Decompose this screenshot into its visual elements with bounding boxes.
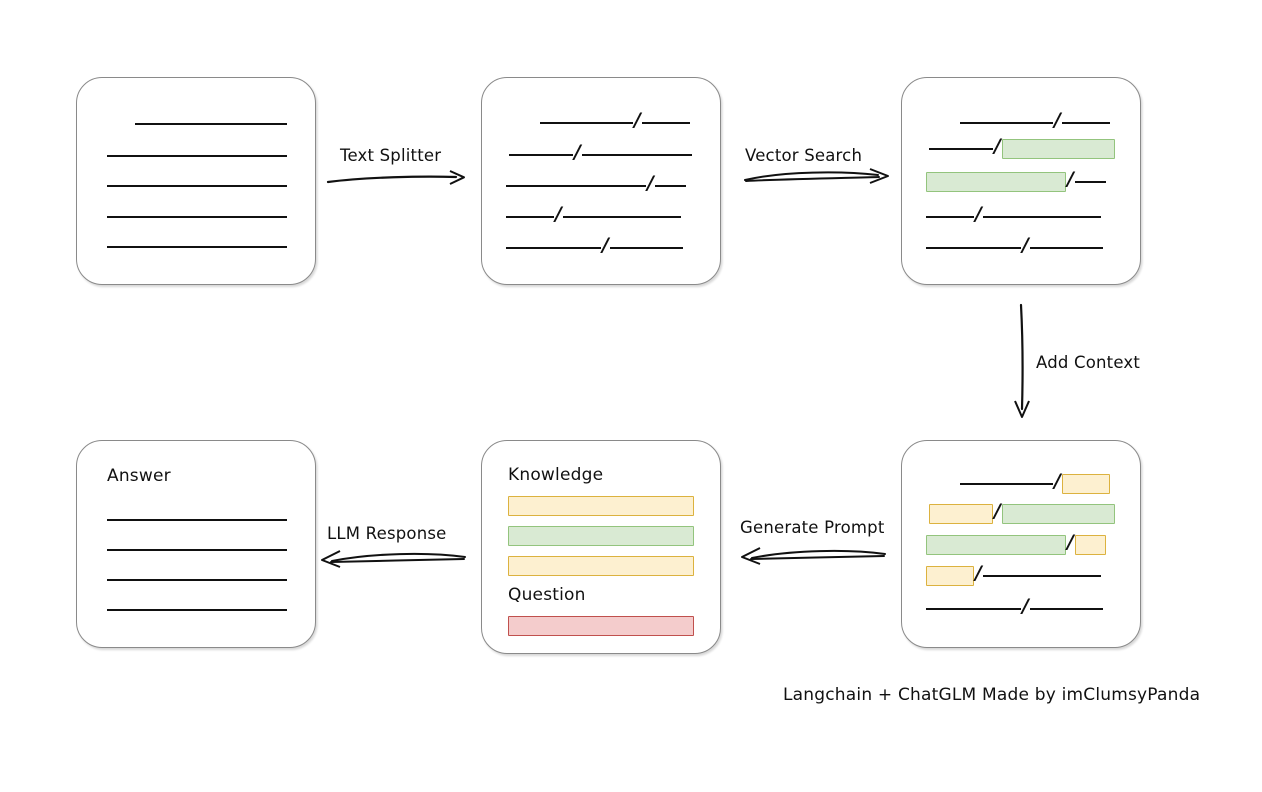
- matched-chunk-highlight: [926, 535, 1066, 555]
- text-segment: [929, 148, 993, 150]
- doc-line-1: [135, 123, 287, 125]
- arrow-label-llm-response: LLM Response: [327, 524, 447, 543]
- text-segment: [1029, 608, 1103, 610]
- text-segment: [926, 608, 1021, 610]
- matched-chunk-highlight: [926, 172, 1066, 192]
- chunk-row: /: [929, 134, 1115, 160]
- split-slash: /: [1022, 594, 1029, 617]
- doc-line-5: [107, 246, 287, 248]
- question-label: Question: [508, 585, 586, 605]
- question-bar: [508, 616, 694, 636]
- text-segment: [509, 154, 573, 156]
- context-chunk-highlight: [1061, 474, 1110, 494]
- split-slash: /: [975, 202, 982, 225]
- text-segment: [506, 247, 601, 249]
- text-segment: [982, 575, 1101, 577]
- chunk-row: /: [509, 140, 692, 166]
- text-segment: [1029, 247, 1103, 249]
- footer-credit: Langchain + ChatGLM Made by imClumsyPand…: [783, 685, 1201, 705]
- arrow-label-add-context: Add Context: [1036, 353, 1141, 372]
- text-segment: [654, 185, 686, 187]
- doc-line-4: [107, 216, 287, 218]
- chunk-row: /: [926, 202, 1101, 228]
- answer-heading: Answer: [107, 466, 171, 486]
- chunk-row: /: [926, 233, 1103, 259]
- arrow-text-splitter: [326, 170, 465, 185]
- chunk-row: /: [926, 167, 1106, 193]
- text-segment: [1061, 122, 1110, 124]
- split-slash: /: [1022, 233, 1029, 256]
- card-answer[interactable]: Answer: [76, 440, 316, 648]
- card-source-document[interactable]: [76, 77, 316, 285]
- chunk-row: /: [929, 499, 1115, 525]
- chunk-row: /: [926, 530, 1106, 556]
- text-segment: [926, 216, 974, 218]
- doc-line-3: [107, 185, 287, 187]
- text-segment: [960, 122, 1053, 124]
- arrow-label-vector-search: Vector Search: [745, 146, 863, 165]
- arrow-label-text-splitter: Text Splitter: [340, 146, 442, 165]
- text-segment: [641, 122, 690, 124]
- context-chunk-highlight: [929, 504, 993, 524]
- chunk-row: /: [506, 171, 686, 197]
- chunk-row: /: [540, 108, 690, 134]
- doc-line-2: [107, 155, 287, 157]
- split-slash: /: [647, 171, 654, 194]
- split-slash: /: [994, 499, 1001, 522]
- knowledge-bar: [508, 556, 694, 576]
- answer-line-1: [107, 519, 287, 521]
- split-chunk-rows: / / / / /: [482, 78, 720, 284]
- split-slash: /: [975, 561, 982, 584]
- text-segment: [926, 247, 1021, 249]
- split-slash: /: [602, 233, 609, 256]
- card-matched-chunks[interactable]: / / / / /: [901, 77, 1141, 285]
- answer-line-4: [107, 609, 287, 611]
- chunk-row: /: [926, 594, 1103, 620]
- split-slash: /: [555, 202, 562, 225]
- knowledge-bar: [508, 496, 694, 516]
- prompt-body: Knowledge Question: [482, 441, 720, 653]
- arrow-label-generate-prompt: Generate Prompt: [740, 518, 885, 537]
- answer-line-2: [107, 549, 287, 551]
- text-segment: [1074, 181, 1106, 183]
- knowledge-bar: [508, 526, 694, 546]
- card-context-chunks[interactable]: / / / / /: [901, 440, 1141, 648]
- split-slash: /: [1054, 108, 1061, 131]
- knowledge-label: Knowledge: [508, 465, 604, 485]
- source-document-lines: [77, 78, 315, 284]
- chunk-row: /: [960, 108, 1110, 134]
- text-segment: [982, 216, 1101, 218]
- card-prompt[interactable]: Knowledge Question: [481, 440, 721, 654]
- answer-line-3: [107, 579, 287, 581]
- matched-chunk-highlight: [1001, 504, 1115, 524]
- context-chunk-highlight: [1074, 535, 1106, 555]
- answer-body: Answer: [77, 441, 315, 647]
- text-segment: [506, 216, 554, 218]
- text-segment: [562, 216, 681, 218]
- split-slash: /: [1054, 469, 1061, 492]
- matched-chunk-highlight: [1001, 139, 1115, 159]
- arrow-generate-prompt: [741, 547, 886, 565]
- context-chunk-rows: / / / / /: [902, 441, 1140, 647]
- split-slash: /: [1067, 530, 1074, 553]
- chunk-row: /: [506, 233, 683, 259]
- chunk-row: /: [506, 202, 681, 228]
- card-split-chunks[interactable]: / / / / /: [481, 77, 721, 285]
- chunk-row: /: [926, 561, 1101, 587]
- text-segment: [960, 483, 1053, 485]
- chunk-row: /: [960, 469, 1110, 495]
- context-chunk-highlight: [926, 566, 974, 586]
- split-slash: /: [634, 108, 641, 131]
- matched-chunk-rows: / / / / /: [902, 78, 1140, 284]
- split-slash: /: [1067, 167, 1074, 190]
- text-segment: [540, 122, 633, 124]
- arrow-llm-response: [321, 550, 466, 568]
- split-slash: /: [994, 134, 1001, 157]
- split-slash: /: [574, 140, 581, 163]
- text-segment: [581, 154, 692, 156]
- text-segment: [609, 247, 683, 249]
- arrow-vector-search: [744, 168, 889, 184]
- arrow-add-context: [1014, 303, 1030, 418]
- text-segment: [506, 185, 646, 187]
